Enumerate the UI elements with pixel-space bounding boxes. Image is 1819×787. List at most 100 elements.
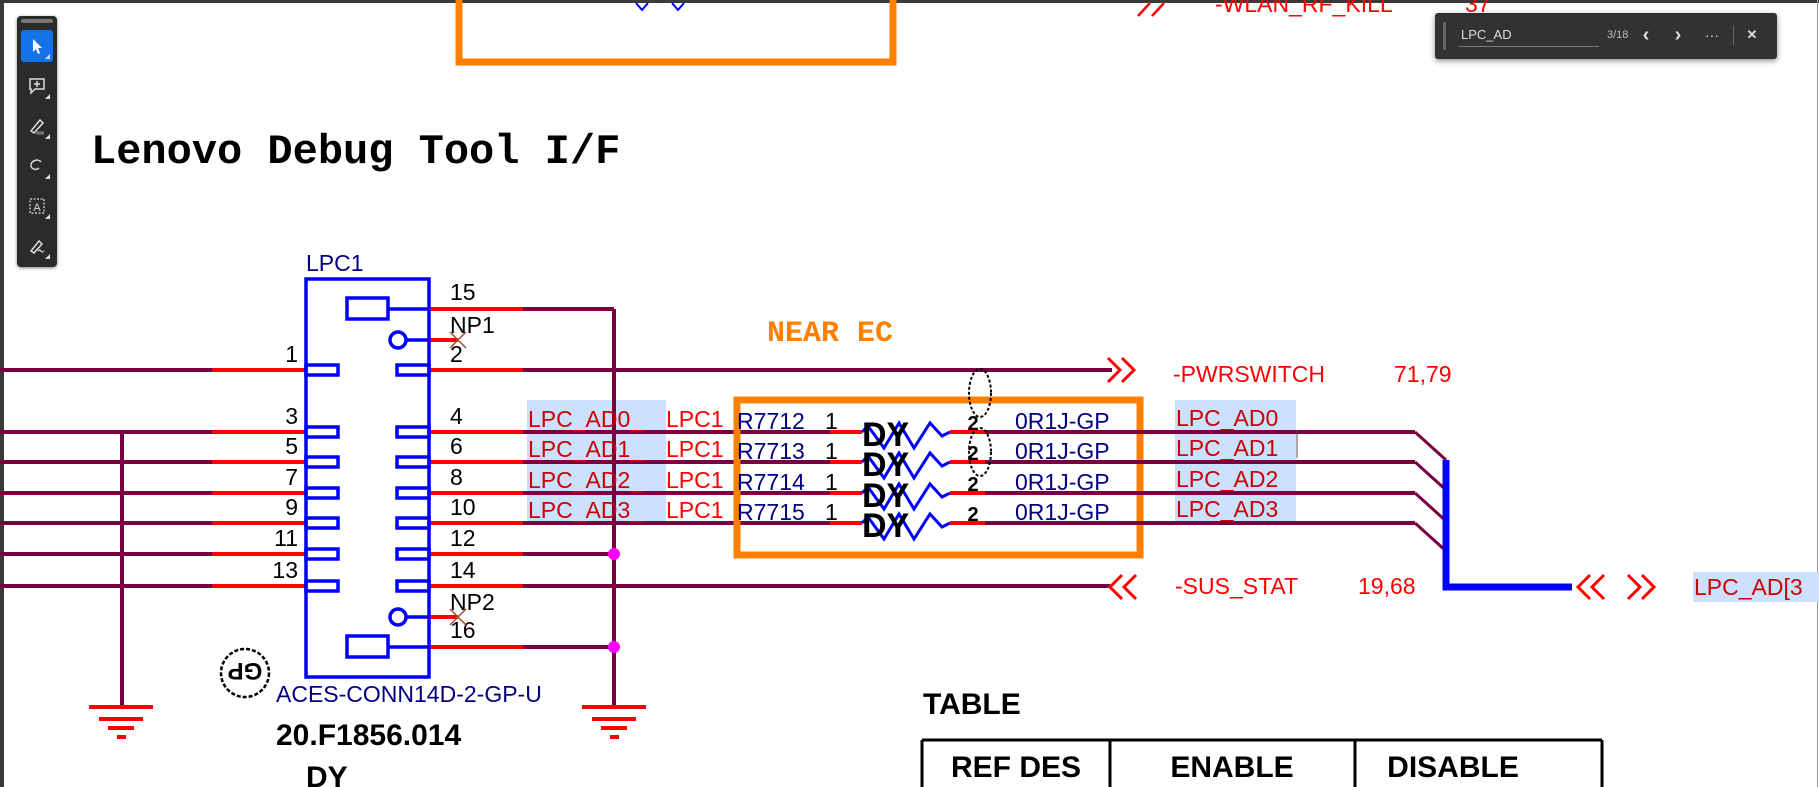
search-highlight: [527, 430, 666, 461]
resistor-value: 0R1J-GP: [1015, 499, 1110, 525]
draw-tool-button[interactable]: [21, 150, 53, 182]
highlighter-icon: [29, 118, 45, 135]
resistor-input-net-suffix: LPC1: [666, 436, 724, 462]
chevron-left-icon: ‹: [1642, 23, 1650, 46]
bus-entry: [1413, 430, 1448, 462]
svg-text:A: A: [33, 202, 41, 214]
np-pin-label: NP2: [450, 589, 495, 615]
ref-table: [920, 738, 1604, 787]
find-next-button[interactable]: ›: [1667, 24, 1689, 46]
wlan-offpage-arrow: [1137, 2, 1165, 17]
np-pin-label: NP1: [450, 312, 495, 338]
resistor-dy-label: DY: [862, 416, 910, 454]
highlight-tool-button[interactable]: [21, 110, 53, 142]
pin-number: 3: [285, 403, 298, 429]
find-previous-button[interactable]: ‹: [1635, 24, 1657, 46]
page-title: Lenovo Debug Tool I/F: [91, 128, 620, 176]
resistor-ref: R7715: [737, 499, 805, 525]
pwrswitch-net-label: -PWRSWITCH: [1173, 361, 1325, 387]
wlan-net-label: -WLAN_RF_KILL: [1215, 0, 1393, 17]
chevron-right-icon: ›: [1674, 23, 1682, 46]
pin-number: 8: [450, 464, 463, 490]
resistor-input-net-suffix: LPC1: [666, 467, 724, 493]
pin-number: 10: [450, 494, 476, 520]
pin-number: 9: [285, 494, 298, 520]
connector-pad: [395, 363, 431, 377]
resistor-body: [860, 420, 951, 451]
resistor-body: [860, 481, 951, 512]
sign-pen-icon: [29, 239, 45, 254]
find-input[interactable]: [1459, 22, 1599, 47]
freehand-draw-icon: [30, 159, 42, 171]
annotation-toolbar: A: [17, 16, 57, 267]
near-ec-label: NEAR EC: [767, 317, 893, 351]
connector-symbol[interactable]: [304, 277, 431, 679]
svg-text:GP: GP: [228, 657, 263, 684]
connector-pad: [395, 455, 431, 469]
resistor-pin2-label: 2: [967, 443, 978, 465]
toolbar-drag-handle[interactable]: [21, 19, 53, 23]
connector-pad: [395, 425, 431, 439]
pin-number: 11: [274, 525, 298, 551]
pin-number: 7: [285, 464, 298, 490]
gp-mark-icon: GP: [219, 647, 271, 699]
pin-number: 5: [285, 433, 298, 459]
more-options-icon: ···: [1705, 27, 1719, 43]
resistor-output-net: LPC_AD3: [1176, 496, 1278, 522]
window-left-border: [0, 0, 4, 787]
pwrswitch-offpage-arrow: [1106, 356, 1137, 384]
find-close-button[interactable]: ✕: [1741, 24, 1763, 46]
pin-number: 15: [450, 279, 476, 305]
connector-part: ACES-CONN14D-2-GP-U: [276, 681, 542, 707]
connector-pad: [304, 486, 340, 500]
search-highlight: [1175, 461, 1296, 492]
np2-no-connect-icon: [449, 608, 467, 626]
window-top-border: [0, 0, 1819, 3]
pwrswitch-net-ref: 71,79: [1394, 361, 1452, 387]
resistor-dy-label: DY: [862, 507, 910, 545]
resistor-input-net: LPC_AD3_: [528, 497, 644, 523]
resistor-output-net: LPC_AD0: [1176, 405, 1278, 431]
wires: [0, 307, 1112, 707]
pin-number: 6: [450, 433, 463, 459]
text-select-tool-button[interactable]: A: [21, 190, 53, 222]
search-highlight: [1175, 430, 1296, 461]
table-header-enable: ENABLE: [1170, 751, 1293, 784]
resistor-output-net: LPC_AD2: [1176, 466, 1278, 492]
search-highlight: [527, 400, 666, 431]
resistor-dy-label: DY: [862, 446, 910, 484]
find-bar-divider: [1733, 25, 1734, 45]
find-bar-drag-handle[interactable]: [1443, 22, 1446, 50]
resistor-input-net-suffix: LPC1: [666, 497, 724, 523]
resistor-value: 0R1J-GP: [1015, 469, 1110, 495]
connector-pn: 20.F1856.014: [276, 719, 461, 752]
find-options-button[interactable]: ···: [1701, 24, 1723, 46]
resistor-ref: R7713: [737, 438, 805, 464]
resistor-body: [860, 511, 951, 542]
resistor-dy-label: DY: [862, 477, 910, 515]
pin-number: 1: [285, 341, 298, 367]
page-scrollbar-edge[interactable]: [1817, 0, 1818, 787]
pin-number: 4: [450, 403, 463, 429]
near-ec-box: [733, 396, 1144, 559]
connector-pad: [304, 516, 340, 530]
comment-tool-button[interactable]: [21, 70, 53, 102]
connector-pad: [304, 363, 340, 377]
connector-pad: [304, 547, 340, 561]
resistor-pin2-label: 2: [967, 413, 978, 435]
add-comment-icon: [29, 78, 45, 95]
bus-entry: [1413, 491, 1448, 523]
resistor-pin2-label: 2: [967, 474, 978, 496]
select-tool-button[interactable]: [21, 30, 53, 62]
table-header-disable: DISABLE: [1387, 751, 1519, 784]
lpc-bus-offpage-arrow: [1575, 573, 1657, 601]
lpc-bus-net-label: LPC_AD[3: [1694, 574, 1803, 600]
pin-number: 14: [450, 557, 476, 583]
upper-block-outline: [455, 0, 897, 66]
sign-tool-button[interactable]: [21, 230, 53, 262]
pin-number: 2: [450, 341, 463, 367]
search-highlight: [1693, 572, 1819, 602]
find-match-count: 3/18: [1607, 29, 1629, 41]
